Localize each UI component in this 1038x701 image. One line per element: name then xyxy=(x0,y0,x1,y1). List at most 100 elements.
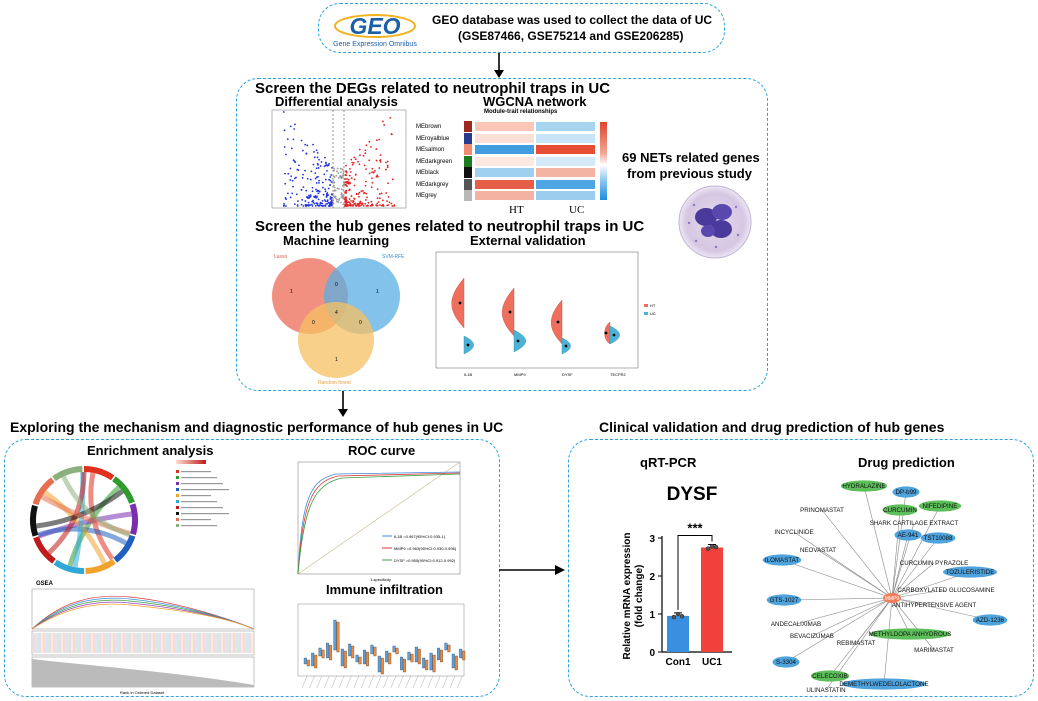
volcano-point xyxy=(342,171,345,173)
volcano-point xyxy=(343,183,345,186)
volcano-point xyxy=(385,168,387,171)
volcano-point xyxy=(368,172,371,175)
volcano-point xyxy=(315,182,318,184)
volcano-point xyxy=(378,197,381,200)
volcano-point xyxy=(317,198,320,201)
immune-box-uc xyxy=(462,650,466,661)
qrt-chart: DYSF Relative mRNA expression (fold chan… xyxy=(608,478,744,690)
violin-mean xyxy=(458,301,462,305)
volcano-point xyxy=(316,190,318,193)
volcano-point xyxy=(371,177,373,180)
violin-ht xyxy=(451,277,465,329)
immune-box-uc xyxy=(454,655,458,671)
volcano-point xyxy=(316,151,319,154)
drug-node xyxy=(869,628,951,640)
volcano-point xyxy=(324,178,327,181)
chord-legend-line xyxy=(181,501,217,503)
immune-svg xyxy=(297,603,466,689)
drug-edge xyxy=(891,589,947,599)
volcano-point xyxy=(331,196,333,199)
volcano-point xyxy=(301,198,304,201)
volcano-point xyxy=(342,184,345,187)
venn-count-2: 0 xyxy=(335,282,338,288)
drug-edge xyxy=(821,509,893,599)
immune-box-uc xyxy=(351,645,355,659)
roc-legend-3: DYSF =0.955(95%CI:0.912-0.992) xyxy=(394,558,456,563)
drug-node xyxy=(882,504,918,516)
volcano-point xyxy=(311,205,314,207)
volcano-point xyxy=(339,167,342,170)
volcano-point xyxy=(375,148,378,150)
gsea-plot: Rank in Ordered Dataset xyxy=(20,585,260,695)
volcano-point xyxy=(329,197,332,200)
chord-legend-swatch xyxy=(176,488,179,491)
volcano-point xyxy=(311,186,314,189)
volcano-point xyxy=(355,193,358,196)
mechanism-title: Exploring the mechanism and diagnostic p… xyxy=(10,419,504,435)
volcano-point xyxy=(375,175,378,178)
venn-count-7: 1 xyxy=(335,357,338,363)
drug-node-label: NIFEDIPINE xyxy=(923,503,958,510)
volcano-point xyxy=(302,173,304,176)
volcano-point xyxy=(375,139,378,142)
nets-text-2: from previous study xyxy=(627,166,752,181)
volcano-point xyxy=(366,196,368,199)
immune-box-ht xyxy=(407,651,411,661)
violin-uc xyxy=(513,329,526,353)
drug-edge xyxy=(795,597,893,625)
gsea-xlabel: Rank in Ordered Dataset xyxy=(120,690,165,695)
volcano-point xyxy=(379,158,382,161)
immune-box-uc xyxy=(395,647,399,655)
volcano-point xyxy=(349,167,351,170)
drug-node xyxy=(766,594,802,606)
volcano-point xyxy=(362,154,365,157)
qrt-point xyxy=(675,611,681,617)
neutrophil-illustration xyxy=(676,183,754,261)
volcano-point xyxy=(378,193,381,195)
immune-tick xyxy=(353,675,359,689)
volcano-point xyxy=(349,171,352,173)
volcano-point xyxy=(346,182,349,185)
wgcna-cell xyxy=(535,121,596,132)
volcano-point xyxy=(290,147,293,150)
chord-ribbon xyxy=(61,475,131,538)
volcano-point xyxy=(305,152,308,155)
volcano-point xyxy=(289,167,292,170)
drug-node-label: INCYCLINIDE xyxy=(774,529,813,536)
neutrophil-svg xyxy=(678,185,752,259)
volcano-point xyxy=(391,205,394,207)
volcano-point xyxy=(300,203,303,206)
wgcna-subtitle: Module-trait relationships xyxy=(484,109,558,115)
volcano-point xyxy=(328,162,330,165)
drug-node-label: CELECOXIB xyxy=(812,673,847,680)
roc-legend-2: MMP9 =0.963(95%CI:0.930-0.996) xyxy=(394,546,457,551)
volcano-point xyxy=(333,189,336,192)
venn-count-6: 0 xyxy=(359,320,362,326)
drug-node-label: ANDECALIXIMAB xyxy=(771,621,821,628)
volcano-point xyxy=(354,204,357,207)
volcano-point xyxy=(376,174,379,177)
chord-legend-line xyxy=(181,525,217,527)
volcano-point xyxy=(302,186,305,189)
chord-legend-swatch xyxy=(176,482,179,485)
volcano-point xyxy=(362,190,364,192)
drug-node-label: GTS-1027 xyxy=(770,597,799,604)
volcano-point xyxy=(341,188,343,191)
volcano-point xyxy=(321,186,324,189)
volcano-point xyxy=(298,164,300,167)
volcano-point xyxy=(324,205,327,207)
immune-tick xyxy=(331,675,337,689)
volcano-point xyxy=(367,201,370,204)
chord-legend-line xyxy=(181,489,229,491)
immune-box-uc xyxy=(343,650,347,669)
immune-box-ht xyxy=(392,645,396,653)
immune-tick xyxy=(449,675,456,689)
volcano-point xyxy=(336,187,339,190)
venn-count-5: 4 xyxy=(335,310,338,316)
volcano-point xyxy=(307,201,310,204)
volcano-point xyxy=(296,205,299,207)
volcano-point xyxy=(335,200,338,203)
volcano-point xyxy=(380,192,383,195)
volcano-point xyxy=(341,176,344,178)
drug-node-label: HYDRALAZINE xyxy=(842,483,885,490)
